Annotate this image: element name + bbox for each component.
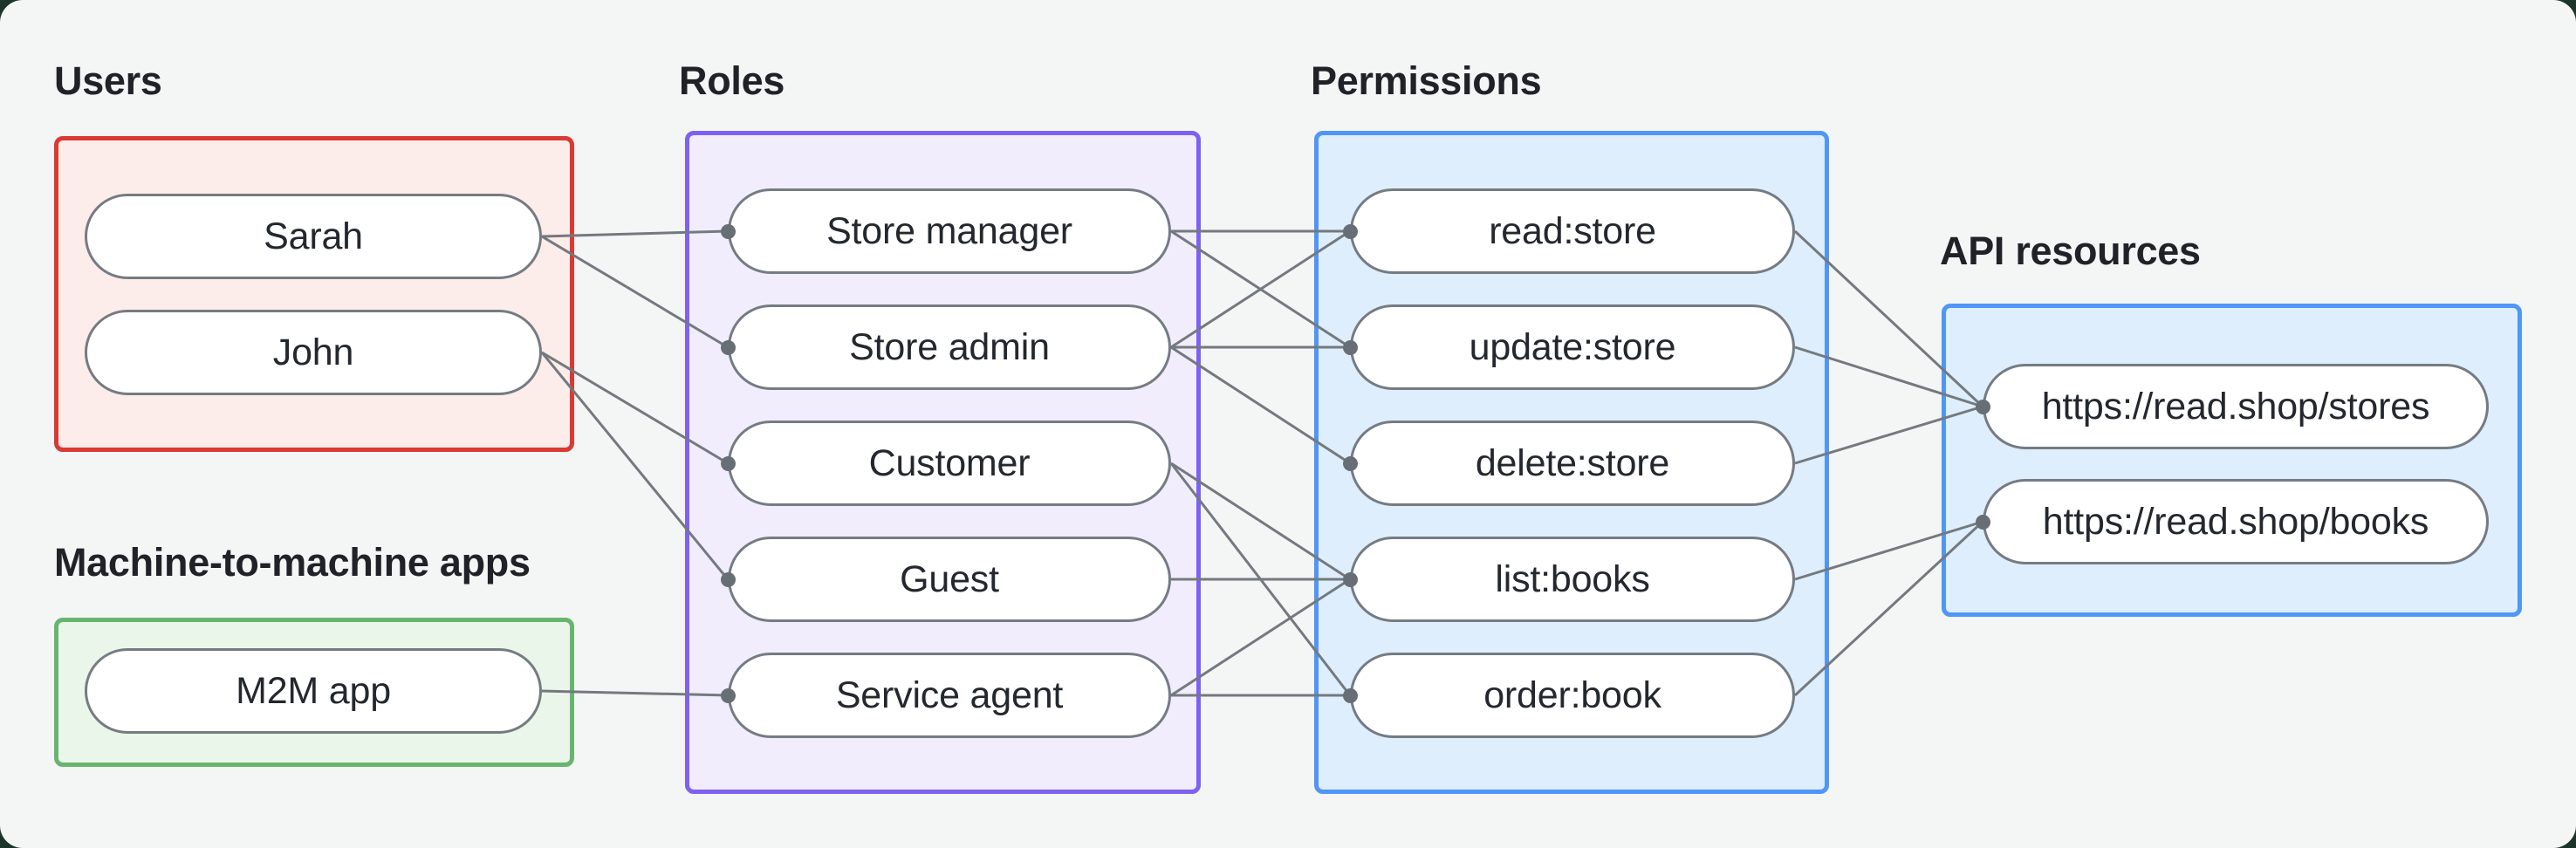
group-title-roles: Roles [679,58,785,103]
node-guest: Guest [728,537,1171,622]
anchor-dot-order_book [1342,687,1358,703]
anchor-dot-service_agent [720,687,736,703]
anchor-dot-store_admin [720,339,736,355]
node-update_store: update:store [1350,304,1795,390]
anchor-dot-customer [720,455,736,471]
edge-customer-to-list_books [1170,462,1351,581]
group-box-users [54,136,574,452]
edge-john-to-guest [540,352,730,580]
node-list_books: list:books [1350,537,1795,622]
anchor-dot-update_store [1342,339,1358,355]
node-store_admin: Store admin [728,304,1171,390]
node-service_agent: Service agent [728,653,1171,738]
edge-order_book-to-books [1793,520,1984,697]
node-read_store: read:store [1350,188,1795,274]
edge-delete_store-to-stores [1794,405,1983,465]
edge-service_agent-to-list_books [1170,578,1351,697]
node-john: John [85,310,542,395]
group-title-users: Users [54,58,162,103]
edge-list_books-to-books [1794,520,1983,581]
edge-update_store-to-stores [1794,345,1983,408]
anchor-dot-delete_store [1342,455,1358,471]
node-customer: Customer [728,421,1171,506]
node-stores: https://read.shop/stores [1983,364,2489,449]
anchor-dot-stores [1975,399,1990,414]
node-order_book: order:book [1350,653,1795,738]
group-title-permissions: Permissions [1311,58,1542,103]
node-sarah: Sarah [85,194,542,279]
anchor-dot-books [1975,514,1990,530]
edge-sarah-to-store_manager [541,229,729,238]
node-m2m_app: M2M app [85,648,542,734]
node-books: https://read.shop/books [1983,479,2489,564]
anchor-dot-guest [720,571,736,587]
edge-read_store-to-stores [1793,229,1984,408]
edge-sarah-to-store_admin [541,235,729,349]
anchor-dot-store_manager [720,223,736,239]
edge-m2m_app-to-service_agent [541,689,729,697]
anchor-dot-read_store [1342,223,1358,239]
edge-john-to-customer [541,351,729,465]
node-store_manager: Store manager [728,188,1171,274]
group-box-api [1942,304,2522,617]
node-delete_store: delete:store [1350,421,1795,506]
group-title-api: API resources [1940,229,2201,273]
edge-store_admin-to-read_store [1170,229,1351,349]
group-title-m2m: Machine-to-machine apps [54,540,531,585]
anchor-dot-list_books [1342,571,1358,587]
edge-store_admin-to-delete_store [1170,345,1351,465]
